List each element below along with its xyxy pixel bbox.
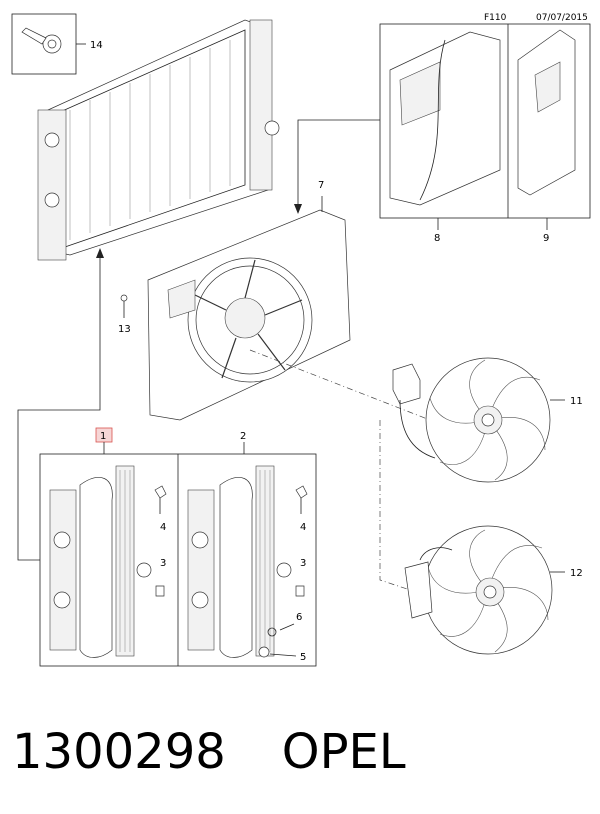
callout-3a: 3 [160,558,166,569]
fan-shroud [147,196,351,421]
callout-13: 13 [118,324,131,335]
callout-9: 9 [543,233,549,244]
parts-diagram: F110 07/07/2015 14 [11,13,591,667]
callout-7: 7 [318,180,324,191]
screw-13 [120,294,128,318]
radiator-top [37,19,280,261]
callout-6: 6 [296,612,302,623]
part-number: 1300298 [12,724,226,780]
fan-module-detail-box [379,23,591,230]
callout-1: 1 [100,431,106,442]
callout-4b: 4 [300,522,306,533]
diagram-code: F110 [484,13,507,23]
brand-name: OPEL [281,724,406,780]
fan-11 [392,357,565,483]
diagram-date: 07/07/2015 [536,13,588,23]
callout-3b: 3 [300,558,306,569]
callout-14: 14 [90,40,103,51]
callout-5: 5 [300,652,306,663]
callout-12: 12 [570,568,583,579]
callout-2: 2 [240,431,246,442]
callout-11: 11 [570,396,583,407]
bolt-14-box [11,13,86,75]
callout-4a: 4 [160,522,166,533]
callout-8: 8 [434,233,440,244]
part-caption: 1300298 OPEL [12,712,592,792]
fan-12 [404,525,565,655]
radiator-kit-boxes [39,453,317,667]
